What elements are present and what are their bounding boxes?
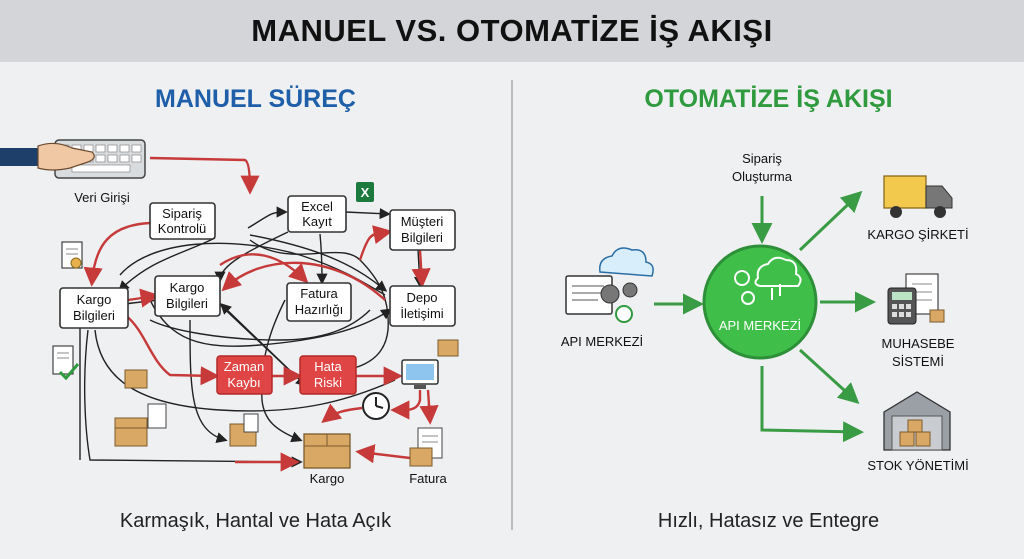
node-label-line1: Sipariş: [162, 206, 202, 221]
api-hub-label: API MERKEZİ: [719, 318, 801, 333]
node-label-line1: Fatura: [300, 286, 338, 301]
target-stok-label: STOK YÖNETİMİ: [867, 458, 968, 473]
svg-text:X: X: [361, 185, 370, 200]
automated-caption: Hızlı, Hatasız ve Entegre: [657, 510, 880, 532]
manual-red-lines: [83, 156, 439, 472]
api-source-icon: [565, 247, 654, 323]
node-fatura-hazirligi: Fatura Hazırlığı: [286, 282, 352, 322]
kargo-box-icon: [303, 433, 351, 469]
accounting-icon: [887, 273, 945, 325]
truck-icon: [883, 175, 953, 218]
automated-section-title: OTOMATİZE İŞ AKIŞI: [644, 85, 893, 113]
excel-icon: X: [356, 182, 374, 202]
node-label-line2: Bilgileri: [73, 308, 115, 323]
node-label-line2: Kontrolü: [158, 221, 206, 236]
page-header: MANUEL VS. OTOMATİZE İŞ AKIŞI: [0, 0, 1024, 62]
node-excel-kayit: Excel Kayıt: [287, 195, 347, 233]
node-label-line1: Excel: [301, 199, 333, 214]
node-label-line2: Riski: [314, 375, 342, 390]
certificate-doc-icon: [61, 241, 83, 269]
data-entry-label: Veri Girişi: [74, 190, 130, 205]
fatura-icon: [409, 427, 443, 467]
approved-doc-icon: [52, 345, 80, 381]
computer-icon: [401, 359, 439, 389]
target-muhasebe-label-line1: MUHASEBE: [882, 336, 955, 351]
automated-flow-arrows: [654, 190, 876, 443]
node-depo-iletisimi: Depo İletişimi: [389, 285, 456, 327]
node-musteri-bilgileri: Müşteri Bilgileri: [389, 209, 456, 251]
package-small-icon: [437, 339, 459, 357]
box-doc-icon: [229, 413, 259, 447]
node-label-line1: Kargo: [77, 292, 112, 307]
order-label-line2: Oluşturma: [732, 169, 793, 184]
node-label-line1: Depo: [406, 290, 437, 305]
kargo-label: Kargo: [310, 471, 345, 486]
node-label-line1: Hata: [314, 359, 342, 374]
api-source-label: API MERKEZİ: [561, 334, 643, 349]
node-label-line2: Kaybı: [227, 375, 260, 390]
node-zaman-kaybi: Zaman Kaybı: [216, 355, 273, 395]
target-muhasebe-label-line2: SİSTEMİ: [892, 354, 944, 369]
node-kargo-bilgileri-mid: Kargo Bilgileri: [154, 275, 221, 317]
keyboard-hand-icon: [0, 139, 146, 179]
box-icon: [124, 369, 148, 389]
manual-section-title: MANUEL SÜREÇ: [155, 85, 356, 113]
page-title: MANUEL VS. OTOMATİZE İŞ AKIŞI: [251, 13, 773, 48]
node-label-line2: Bilgileri: [166, 296, 208, 311]
node-label-line1: Müşteri: [401, 214, 444, 229]
order-label-line1: Sipariş: [742, 151, 782, 166]
api-hub: API MERKEZİ: [702, 244, 818, 360]
section-divider: [511, 80, 513, 530]
node-label-line2: İletişimi: [400, 306, 443, 321]
node-label-line1: Zaman: [224, 359, 264, 374]
node-label-line2: Bilgileri: [401, 230, 443, 245]
node-siparis-kontrolu: Sipariş Kontrolü: [149, 202, 216, 240]
box-documents-icon: [114, 403, 167, 447]
warehouse-icon: [883, 391, 951, 451]
fatura-label: Fatura: [409, 471, 447, 486]
node-label-line1: Kargo: [170, 280, 205, 295]
target-kargo-label: KARGO ŞİRKETİ: [867, 227, 968, 242]
node-kargo-bilgileri-left: Kargo Bilgileri: [59, 287, 129, 329]
node-label-line2: Kayıt: [302, 214, 332, 229]
clock-icon: [362, 392, 390, 420]
node-hata-riski: Hata Riski: [299, 355, 357, 395]
manual-tangle-lines: [79, 206, 426, 468]
node-label-line2: Hazırlığı: [295, 302, 343, 317]
manual-caption: Karmaşık, Hantal ve Hata Açık: [119, 510, 392, 532]
